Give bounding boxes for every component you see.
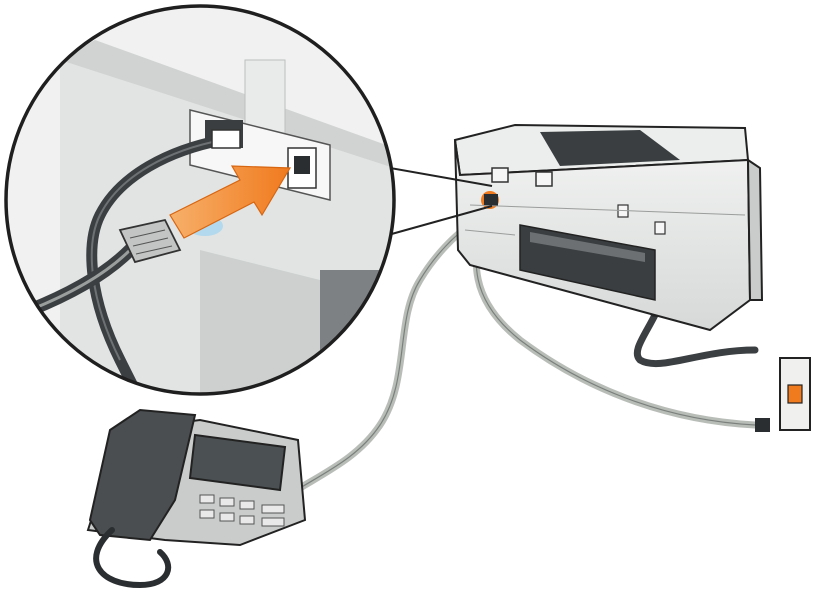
printer-fax — [455, 125, 762, 330]
telephone — [88, 410, 305, 585]
magnifier-circle — [0, 0, 400, 420]
wall-jack — [755, 358, 810, 432]
